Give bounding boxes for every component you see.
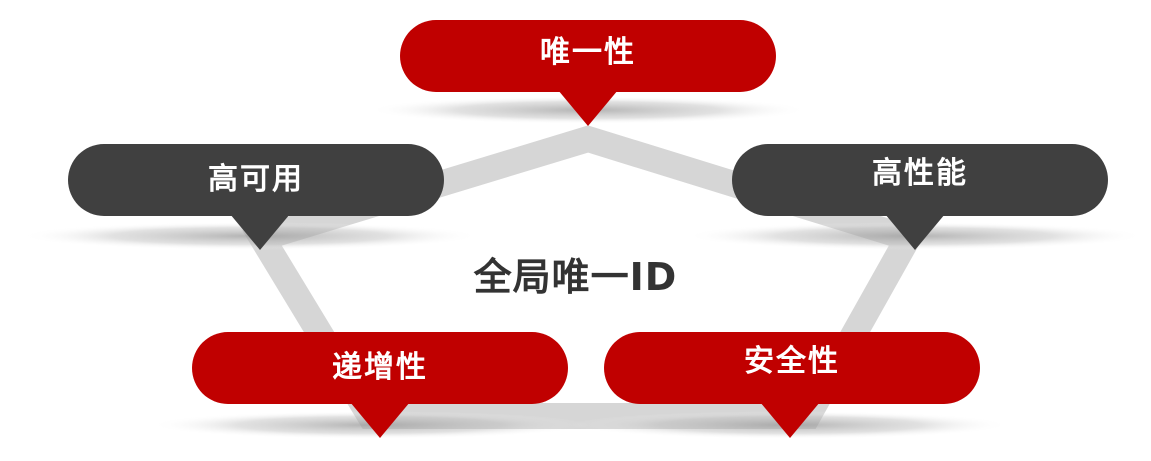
bubble-increment	[192, 332, 568, 438]
label-uniqueness: 唯一性	[540, 35, 636, 70]
label-increment: 递增性	[332, 350, 428, 385]
center-title: 全局唯一ID	[473, 255, 678, 299]
label-security: 安全性	[744, 344, 840, 379]
bubble-high-availability	[68, 144, 444, 250]
pentagon-outline	[242, 125, 928, 429]
bubble-high-performance	[732, 144, 1108, 250]
label-high-availability: 高可用	[208, 162, 304, 197]
bubble-uniqueness	[400, 20, 776, 126]
bubble-security	[604, 332, 980, 438]
label-high-performance: 高性能	[872, 156, 968, 191]
